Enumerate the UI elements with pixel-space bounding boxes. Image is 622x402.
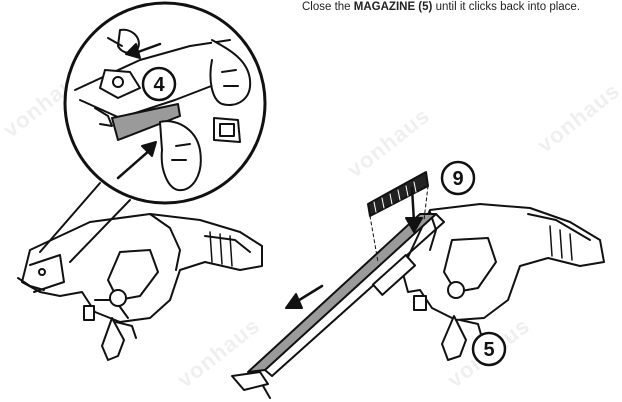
callout-9-number: 9 <box>452 168 463 190</box>
instruction-tail: until it clicks back into place. <box>432 1 581 13</box>
push-arrow-icon <box>125 42 162 59</box>
callout-9-badge <box>440 160 476 196</box>
magazine-part-name: MAGAZINE (5) <box>353 1 433 13</box>
instruction-lead: Close the <box>302 1 354 13</box>
slide-arrow-icon <box>285 284 324 309</box>
detail-magnifier <box>39 1 267 263</box>
callout-5-number: 5 <box>483 339 494 361</box>
staple-strip <box>367 171 429 263</box>
stapler-right-illustration <box>401 203 605 361</box>
callout-4-number: 4 <box>153 74 165 96</box>
stapler-left-illustration <box>17 213 263 361</box>
lift-arrow-icon <box>116 141 157 180</box>
instruction-text: Close the MAGAZINE (5) until it clicks b… <box>302 0 612 15</box>
callout-4-badge <box>141 66 177 102</box>
callout-5-badge <box>471 331 507 367</box>
insert-arrow-icon <box>405 186 423 233</box>
magazine-rail <box>231 213 445 399</box>
